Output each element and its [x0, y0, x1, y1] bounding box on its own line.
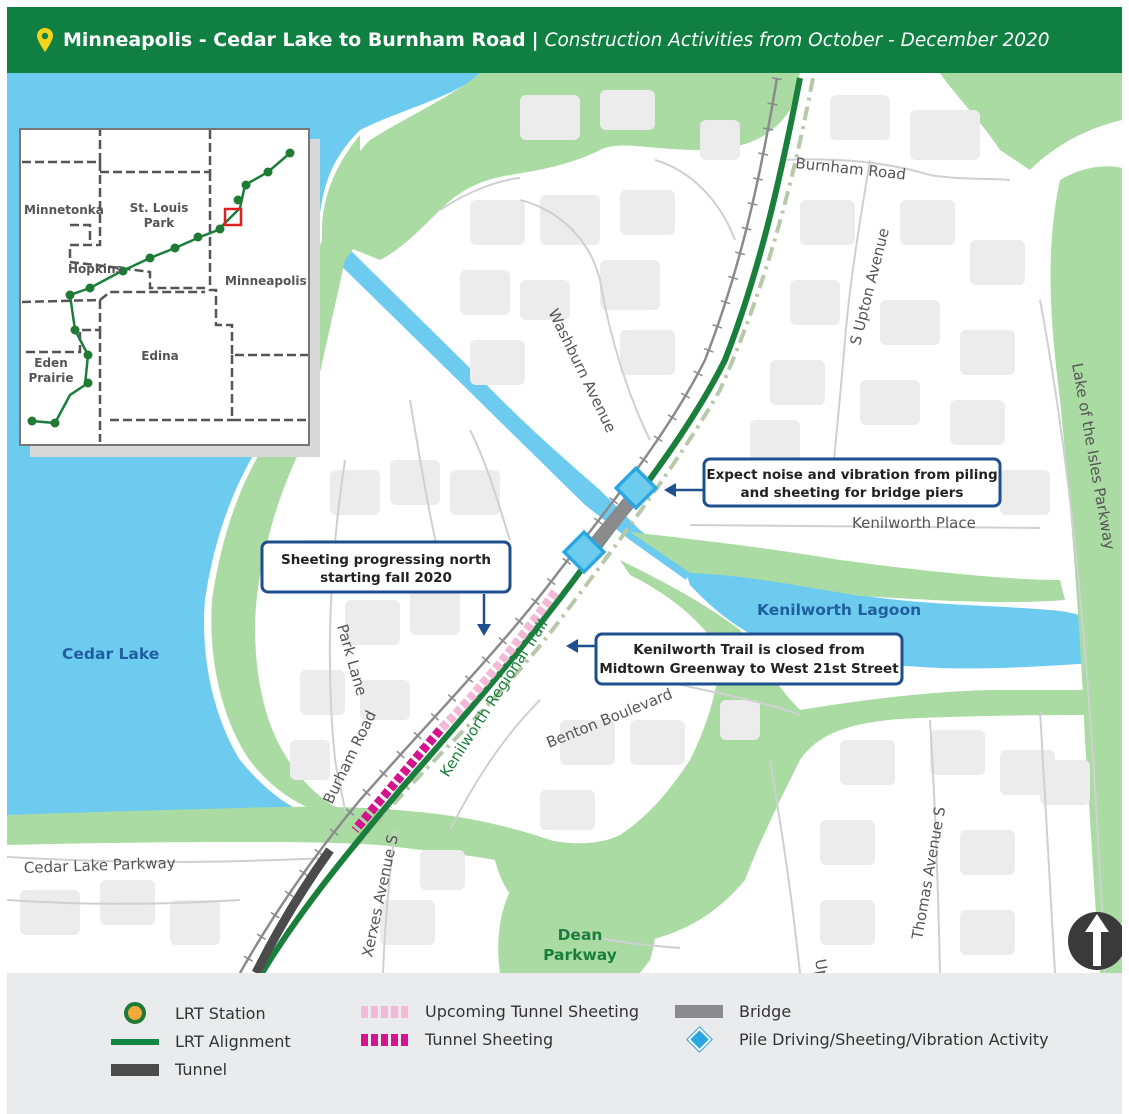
- svg-text:and sheeting for bridge piers: and sheeting for bridge piers: [741, 485, 964, 501]
- svg-text:St. Louis: St. Louis: [130, 201, 189, 215]
- map-legend: LRT Station LRT Alignment Tunnel Upcomin…: [7, 973, 1122, 1114]
- svg-text:Edina: Edina: [141, 349, 179, 363]
- legend-label-lrt-alignment: LRT Alignment: [175, 1032, 291, 1051]
- legend-item-lrt-station: LRT Station: [107, 1002, 266, 1024]
- tunnel-symbol: [111, 1063, 159, 1076]
- place-label-cedar-lake: Cedar Lake: [62, 645, 159, 663]
- legend-label-upcoming-tunnel-sheeting: Upcoming Tunnel Sheeting: [425, 1002, 640, 1021]
- map-title-bar: Minneapolis - Cedar Lake to Burnham Road…: [7, 7, 1122, 73]
- lrt-alignment-symbol: [111, 1038, 159, 1045]
- freight-rail-line: [238, 77, 779, 973]
- road-label-cedar-lake-parkway: Cedar Lake Parkway: [24, 854, 176, 877]
- upcoming-tunnel-sheeting: [436, 589, 559, 734]
- pile-driving-marker-south: [561, 529, 607, 575]
- legend-label-pile-driving-activity: Pile Driving/Sheeting/Vibration Activity: [739, 1030, 1049, 1049]
- svg-text:Parkway: Parkway: [543, 946, 617, 964]
- park-cedar-shore: [211, 135, 360, 815]
- north-arrow-icon: [1068, 912, 1122, 970]
- park-dean-parkway: [498, 864, 656, 973]
- legend-item-tunnel-sheeting: Tunnel Sheeting: [357, 1030, 553, 1049]
- lrt-station-symbol: [124, 1002, 146, 1024]
- channel-water: [322, 236, 690, 580]
- svg-text:Prairie: Prairie: [28, 371, 73, 385]
- title-separator: |: [531, 29, 539, 51]
- svg-text:Midtown Greenway to West 21st: Midtown Greenway to West 21st Street: [599, 661, 899, 677]
- inset-stations: [27, 148, 295, 428]
- pile-driving-activity-markers: [561, 465, 659, 575]
- building-footprints: [20, 90, 1090, 955]
- svg-text:Expect noise and vibration fro: Expect noise and vibration from piling: [706, 467, 997, 483]
- tunnel-sheeting-symbol: [361, 1033, 409, 1046]
- inset-city-boundaries: [21, 130, 308, 442]
- local-roads: [7, 158, 1106, 973]
- legend-item-upcoming-tunnel-sheeting: Upcoming Tunnel Sheeting: [357, 1002, 639, 1021]
- legend-item-bridge: Bridge: [671, 1002, 791, 1021]
- place-label-dean-parkway: Dean Parkway: [543, 926, 617, 964]
- upcoming-sheeting-symbol: [361, 1005, 409, 1018]
- legend-label-tunnel-sheeting: Tunnel Sheeting: [425, 1030, 554, 1049]
- svg-text:Minneapolis: Minneapolis: [225, 274, 307, 288]
- tunnel-segment: [251, 847, 334, 973]
- legend-item-pile-driving-activity: Pile Driving/Sheeting/Vibration Activity: [671, 1026, 1049, 1053]
- svg-text:Park: Park: [144, 216, 175, 230]
- callout-sheeting-progressing: Sheeting progressing north starting fall…: [260, 540, 512, 636]
- legend-label-bridge: Bridge: [739, 1002, 792, 1021]
- pile-driving-marker-north: [613, 465, 659, 511]
- inset-city-labels: Minnetonka St. Louis Park Hopkins Minnea…: [24, 201, 307, 385]
- park-areas: [7, 73, 1122, 973]
- park-east-lake-of-isles: [1050, 166, 1122, 973]
- svg-text:starting fall 2020: starting fall 2020: [320, 570, 452, 586]
- callout-trail-closed: Kenilworth Trail is closed from Midtown …: [566, 632, 904, 686]
- bridge-symbol: [675, 1005, 723, 1018]
- svg-text:Sheeting progressing north: Sheeting progressing north: [281, 552, 491, 568]
- svg-text:Eden: Eden: [34, 356, 67, 370]
- road-label-kenilworth-place: Kenilworth Place: [852, 514, 976, 532]
- park-north-shore: [330, 73, 800, 260]
- legend-item-lrt-alignment: LRT Alignment: [107, 1032, 291, 1051]
- place-labels: Cedar Lake Kenilworth Lagoon: [62, 601, 921, 663]
- svg-text:Minnetonka: Minnetonka: [24, 203, 104, 217]
- inset-locator-map: Minnetonka St. Louis Park Hopkins Minnea…: [19, 128, 320, 457]
- pile-driving-symbol: [685, 1026, 713, 1053]
- map-subtitle: Construction Activities from October - D…: [544, 29, 1050, 51]
- legend-item-tunnel: Tunnel: [107, 1060, 227, 1079]
- location-pin-icon: [37, 28, 53, 52]
- legend-label-lrt-station: LRT Station: [175, 1003, 266, 1023]
- park-lagoon-south: [7, 532, 1110, 942]
- map-canvas[interactable]: Burnham Road Washburn Avenue S Upton Ave…: [7, 73, 1122, 973]
- map-svg: Burnham Road Washburn Avenue S Upton Ave…: [7, 73, 1122, 973]
- map-title: Minneapolis - Cedar Lake to Burnham Road: [63, 29, 526, 51]
- callout-noise-vibration: Expect noise and vibration from piling a…: [664, 457, 1002, 508]
- legend-label-tunnel: Tunnel: [175, 1060, 228, 1079]
- svg-text:Hopkins: Hopkins: [68, 262, 123, 276]
- svg-text:Dean: Dean: [558, 926, 603, 944]
- inset-project-area-box: [223, 207, 243, 227]
- park-east-north: [940, 73, 1122, 170]
- svg-text:Kenilworth Trail is closed fro: Kenilworth Trail is closed from: [633, 642, 865, 658]
- place-label-kenilworth-lagoon: Kenilworth Lagoon: [757, 601, 921, 619]
- tunnel-sheeting: [351, 727, 444, 833]
